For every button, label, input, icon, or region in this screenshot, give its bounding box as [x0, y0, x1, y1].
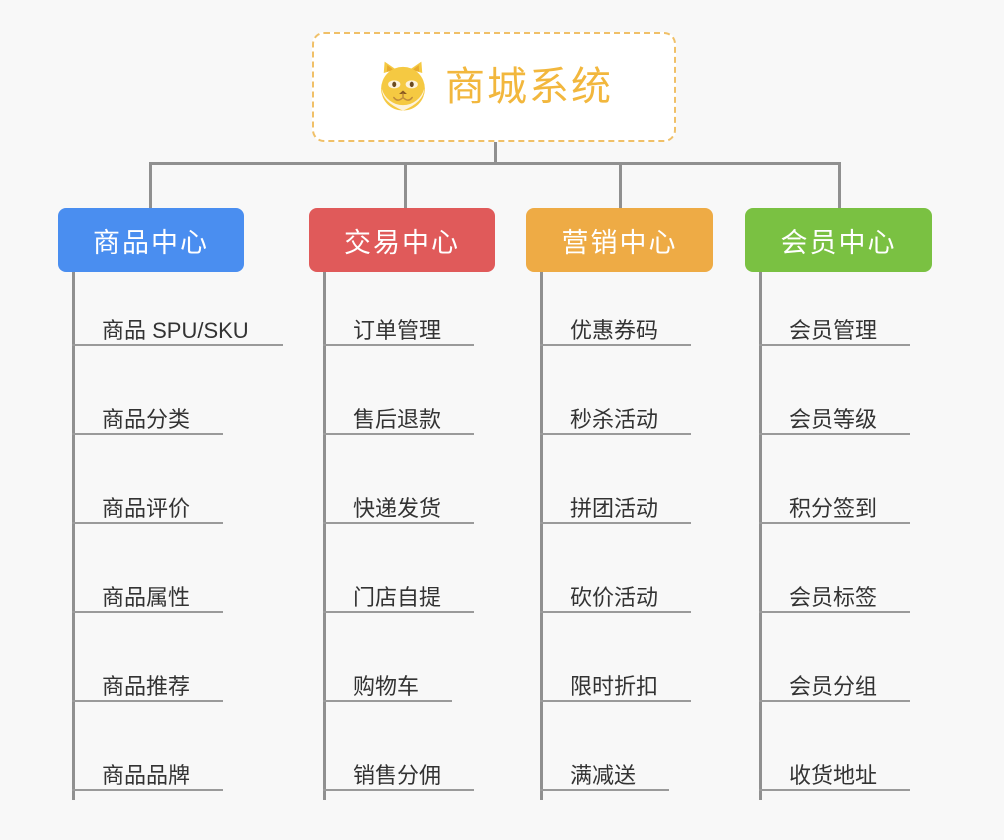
leaf-label: 会员分组 — [789, 674, 878, 699]
leaf-label: 商品属性 — [102, 585, 191, 610]
leaf-label: 会员管理 — [789, 318, 878, 343]
leaf-underline — [72, 344, 283, 346]
leaf-label: 订单管理 — [353, 318, 442, 343]
leaf-underline — [759, 433, 910, 435]
leaf-underline — [540, 789, 669, 791]
leaf-label: 商品推荐 — [102, 674, 191, 699]
category-header-marketing[interactable]: 营销中心 — [526, 208, 713, 272]
leaf-label: 积分签到 — [789, 496, 878, 521]
connector-drop-4 — [838, 162, 841, 209]
column-spine — [540, 272, 543, 800]
leaf-label: 门店自提 — [353, 585, 442, 610]
leaf-underline — [72, 789, 223, 791]
leaf-underline — [540, 700, 691, 702]
category-header-label: 会员中心 — [780, 227, 897, 258]
column-spine — [759, 272, 762, 800]
category-header-trade[interactable]: 交易中心 — [309, 208, 495, 272]
leaf-label: 秒杀活动 — [570, 407, 659, 432]
leaf-underline — [323, 611, 474, 613]
leaf-label: 拼团活动 — [570, 496, 659, 521]
category-header-product[interactable]: 商品中心 — [58, 208, 244, 272]
leaf-underline — [323, 522, 474, 524]
leaf-underline — [759, 344, 910, 346]
leaf-label: 售后退款 — [353, 407, 442, 432]
leaf-label: 砍价活动 — [570, 585, 659, 610]
leaf-underline — [72, 522, 223, 524]
leaf-underline — [759, 611, 910, 613]
category-header-label: 交易中心 — [344, 227, 460, 258]
leaf-label: 销售分佣 — [353, 763, 442, 788]
leaf-underline — [759, 789, 910, 791]
connector-drop-3 — [619, 162, 622, 209]
leaf-underline — [540, 433, 691, 435]
leaf-label: 商品 SPU/SKU — [102, 318, 249, 343]
leaf-underline — [323, 789, 474, 791]
leaf-label: 商品分类 — [102, 407, 191, 432]
leaf-label: 会员标签 — [789, 585, 878, 610]
connector-root-stem — [494, 142, 497, 164]
leaf-underline — [540, 522, 691, 524]
leaf-label: 会员等级 — [789, 407, 878, 432]
leaf-underline — [323, 433, 474, 435]
category-header-label: 商品中心 — [93, 227, 209, 258]
connector-drop-2 — [404, 162, 407, 209]
leaf-label: 满减送 — [570, 763, 637, 788]
leaf-label: 快递发货 — [353, 496, 442, 521]
connector-drop-1 — [149, 162, 152, 209]
category-header-label: 营销中心 — [561, 227, 678, 258]
root-title: 商城系统 — [445, 65, 613, 109]
shiba-dog-face-icon — [375, 59, 431, 115]
leaf-label: 优惠券码 — [570, 318, 659, 343]
connector-bus — [150, 162, 840, 165]
leaf-label: 购物车 — [353, 674, 420, 699]
column-spine — [72, 272, 75, 800]
leaf-underline — [759, 522, 910, 524]
leaf-underline — [72, 433, 223, 435]
column-spine — [323, 272, 326, 800]
leaf-label: 限时折扣 — [570, 674, 659, 699]
root-node[interactable]: 商城系统 — [312, 32, 676, 142]
leaf-underline — [72, 611, 223, 613]
leaf-label: 收货地址 — [789, 763, 878, 788]
leaf-label: 商品评价 — [102, 496, 191, 521]
leaf-underline — [759, 700, 910, 702]
leaf-underline — [540, 611, 691, 613]
leaf-underline — [323, 344, 474, 346]
leaf-underline — [540, 344, 691, 346]
leaf-underline — [72, 700, 223, 702]
category-header-member[interactable]: 会员中心 — [745, 208, 932, 272]
leaf-underline — [323, 700, 452, 702]
leaf-label: 商品品牌 — [102, 763, 191, 788]
